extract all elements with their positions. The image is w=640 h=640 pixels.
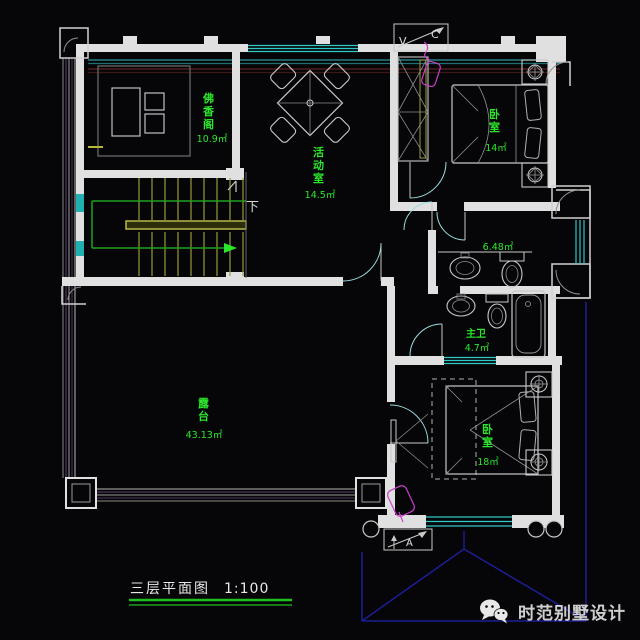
stairs: [91, 172, 247, 278]
bed-north: [451, 84, 549, 164]
toilet-icon: [485, 293, 509, 303]
title-underline: [129, 598, 292, 606]
room-area-fo-xiang-ge: 10.9㎡: [196, 134, 228, 145]
sink-icon: [446, 295, 476, 317]
wechat-icon: [480, 599, 509, 624]
watermark-text: 时范别墅设计: [518, 603, 626, 624]
corner-details: [59, 27, 571, 305]
room-label-fo-xiang-ge: 佛香阁: [203, 92, 214, 131]
room-label-master-bath: 主卫: [466, 329, 486, 340]
magenta-chair: [387, 485, 415, 523]
room-area-terrace: 43.13㎡: [185, 430, 223, 441]
bathroom-fixtures: [438, 251, 532, 288]
toilet-icon: [499, 251, 525, 262]
room-label-terrace: 露台: [198, 397, 209, 423]
room-area-master-bath: 4.7㎡: [464, 343, 490, 354]
eave-lines: [88, 59, 560, 74]
terrace-railing-bottom: [96, 488, 362, 502]
section-marker-bottom: A: [383, 528, 433, 551]
table-and-chairs: [270, 63, 350, 143]
bed-south: [431, 378, 539, 480]
terrace-railing-left: [62, 58, 76, 478]
door-arcs: [342, 161, 466, 444]
bathtub-icon: [511, 290, 546, 358]
nightstands-south: [525, 371, 553, 476]
plan-scale: 1:100: [224, 581, 270, 597]
watermark: 时范别墅设计: [478, 597, 626, 625]
section-letter-a: A: [406, 538, 413, 549]
magenta-decor: [421, 41, 441, 88]
room-label-bedroom-south: 卧室: [482, 423, 493, 449]
room-label-bedroom-north: 卧室: [489, 108, 500, 134]
section-marker-top: V C: [393, 23, 449, 52]
stair-path-arrow: [91, 200, 246, 249]
master-bath-fixtures: [446, 290, 546, 358]
section-letter-c: C: [431, 28, 439, 41]
stair-direction-tick: [227, 180, 237, 192]
stair-down-label: 下: [246, 200, 260, 215]
round-columns: [362, 520, 563, 538]
room-label-activity: 活动室: [313, 146, 324, 185]
nightstands-north: [521, 59, 549, 188]
bay-window: [551, 185, 591, 299]
plan-title-block: 三层平面图 1:100: [130, 578, 269, 598]
terrace-corner-posts: [65, 477, 387, 509]
section-letter-v: V: [399, 35, 407, 48]
altar-table: [111, 87, 141, 137]
room-area-bedroom-north: 14㎡: [485, 143, 507, 154]
roof-outline: [361, 302, 587, 622]
tv-on-wall: [390, 413, 429, 469]
windows: [76, 44, 512, 528]
room-area-bedroom-south: 18㎡: [477, 457, 499, 468]
room-area-bathroom: 6.48㎡: [482, 242, 514, 253]
plan-title: 三层平面图: [130, 581, 210, 597]
room-area-activity: 14.5㎡: [304, 190, 336, 201]
altar-room-furniture: [88, 65, 191, 157]
wardrobe: [397, 56, 429, 162]
sink-icon: [449, 256, 481, 280]
stair-handrail: [125, 220, 247, 230]
